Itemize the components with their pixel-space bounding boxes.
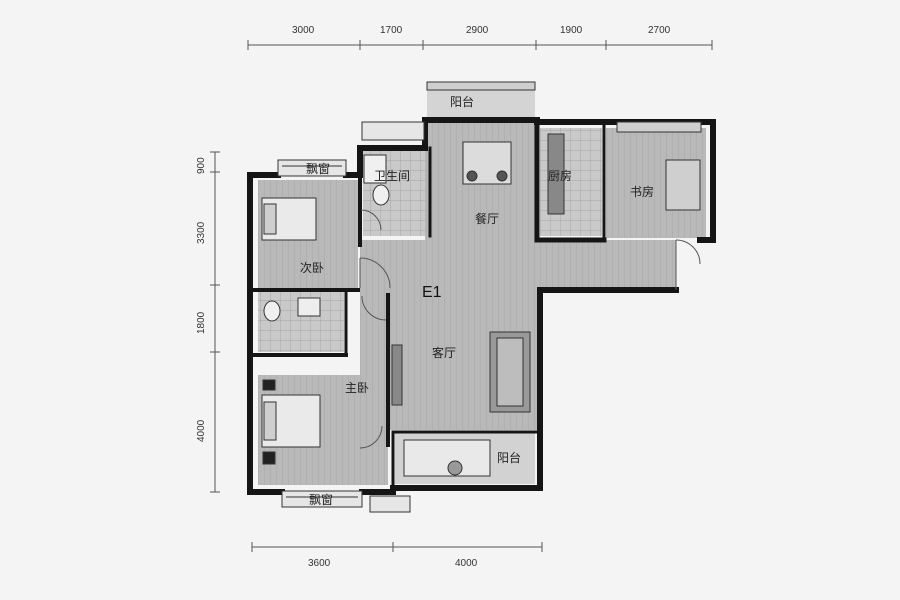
left-dim-3: 1800 (196, 311, 207, 334)
top-dim-1: 3000 (292, 25, 315, 36)
room-label-dining: 餐厅 (475, 211, 499, 226)
left-dim-4: 4000 (196, 419, 207, 442)
unit-code-label: E1 (422, 284, 442, 301)
room-label-living-room: 客厅 (432, 345, 456, 360)
room-label-study: 书房 (630, 184, 654, 199)
room-label-bathroom: 卫生间 (374, 169, 410, 183)
room-label-balcony-top: 阳台 (450, 94, 474, 109)
room-label-balcony-bottom: 阳台 (497, 450, 521, 465)
room-label-second-bedroom: 次卧 (300, 261, 324, 275)
room-label-master-bedroom: 主卧 (345, 381, 369, 395)
top-dimension-line (247, 40, 713, 50)
room-label-bay-window-top: 飘窗 (306, 162, 330, 176)
bottom-dim-2: 4000 (455, 558, 478, 569)
windows (277, 81, 702, 513)
bottom-dimension-line (251, 542, 543, 552)
bottom-dim-1: 3600 (308, 558, 331, 569)
furniture (261, 133, 701, 477)
left-dim-1: 900 (196, 157, 207, 174)
top-dim-4: 1900 (560, 25, 583, 36)
left-dim-2: 3300 (196, 221, 207, 244)
left-dimension-line (210, 151, 220, 493)
top-dim-5: 2700 (648, 25, 671, 36)
walls (247, 117, 716, 495)
top-dim-3: 2900 (466, 25, 489, 36)
door-swings (359, 209, 701, 449)
room-label-kitchen: 厨房 (548, 168, 572, 183)
top-dim-2: 1700 (380, 25, 403, 36)
room-label-bay-window-bottom: 飘窗 (309, 493, 333, 507)
